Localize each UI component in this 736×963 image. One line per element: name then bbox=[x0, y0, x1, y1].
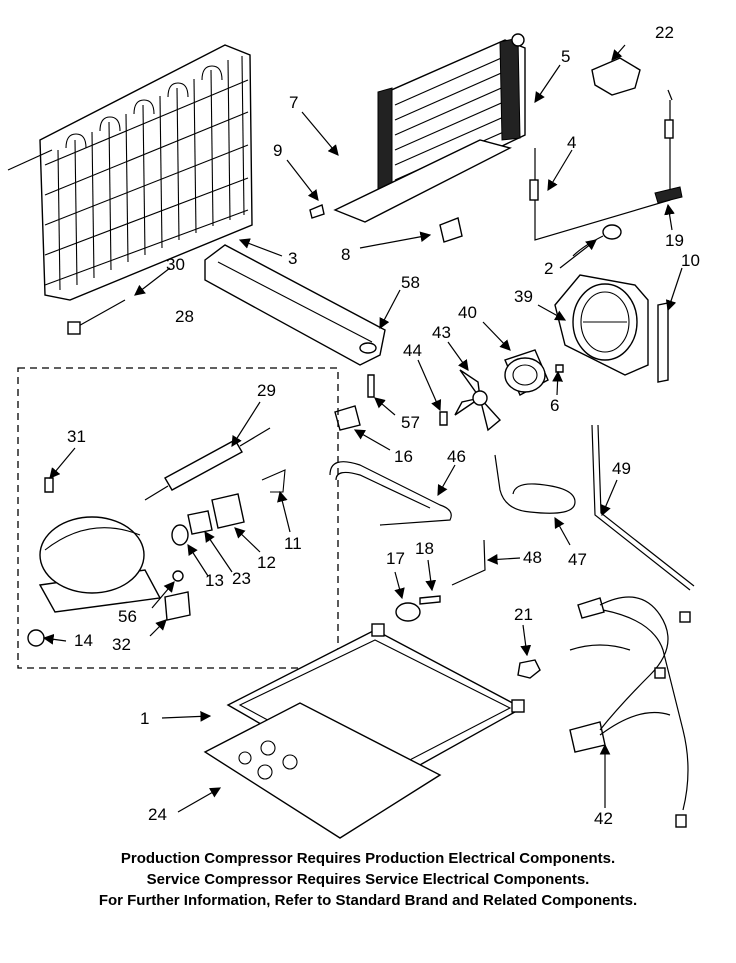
callout-58: 58 bbox=[401, 273, 420, 292]
bracket-8 bbox=[439, 217, 463, 243]
callout-22: 22 bbox=[655, 23, 674, 42]
insulation-24 bbox=[203, 702, 442, 839]
clip-16 bbox=[334, 405, 361, 431]
callout-39: 39 bbox=[514, 287, 533, 306]
callout-57: 57 bbox=[401, 413, 420, 432]
callout-32: 32 bbox=[112, 635, 131, 654]
callout-12: 12 bbox=[257, 553, 276, 572]
cover-13 bbox=[171, 524, 189, 546]
nut-21 bbox=[517, 659, 541, 679]
callout-1: 1 bbox=[140, 709, 149, 728]
footer-line-2: Service Compressor Requires Service Elec… bbox=[146, 871, 590, 888]
callout-19: 19 bbox=[665, 231, 684, 250]
tube-49 bbox=[591, 424, 695, 591]
callout-9: 9 bbox=[273, 141, 282, 160]
tube-48 bbox=[451, 539, 486, 586]
callout-13: 13 bbox=[205, 571, 224, 590]
footer-line-3: For Further Information, Refer to Standa… bbox=[98, 892, 638, 909]
drain-pan-58 bbox=[204, 244, 386, 366]
capacitor-32 bbox=[164, 591, 191, 621]
pad-22 bbox=[591, 57, 641, 96]
sensor-2 bbox=[572, 224, 622, 257]
footer-notes: Production Compressor Requires Productio… bbox=[0, 848, 736, 911]
strip-10 bbox=[657, 302, 669, 383]
callout-18: 18 bbox=[415, 539, 434, 558]
evaporator-assembly bbox=[333, 33, 526, 223]
callout-47: 47 bbox=[568, 550, 587, 569]
tube-47 bbox=[494, 454, 576, 514]
wiring-harness-42 bbox=[569, 596, 691, 828]
callout-30: 30 bbox=[166, 255, 185, 274]
callout-48: 48 bbox=[523, 548, 542, 567]
overload-23 bbox=[187, 510, 213, 535]
fan-motor-40 bbox=[504, 349, 549, 396]
callout-23: 23 bbox=[232, 569, 251, 588]
screw-57 bbox=[367, 374, 375, 398]
callout-3: 3 bbox=[288, 249, 297, 268]
compressor-kit-box bbox=[17, 367, 339, 669]
screw-56 bbox=[172, 570, 184, 582]
screw-6 bbox=[555, 364, 564, 373]
callout-28: 28 bbox=[175, 307, 194, 326]
callout-6: 6 bbox=[550, 396, 559, 415]
callout-14: 14 bbox=[74, 631, 93, 650]
callout-42: 42 bbox=[594, 809, 613, 828]
callout-56: 56 bbox=[118, 607, 137, 626]
callout-49: 49 bbox=[612, 459, 631, 478]
callout-2: 2 bbox=[544, 259, 553, 278]
callout-43: 43 bbox=[432, 323, 451, 342]
condenser-coil bbox=[7, 44, 253, 301]
callout-24: 24 bbox=[148, 805, 167, 824]
terminal-30 bbox=[67, 299, 126, 335]
callout-40: 40 bbox=[458, 303, 477, 322]
callout-46: 46 bbox=[447, 447, 466, 466]
callout-31: 31 bbox=[67, 427, 86, 446]
filter-drier-29 bbox=[144, 427, 271, 501]
callout-17: 17 bbox=[386, 549, 405, 568]
callout-44: 44 bbox=[403, 341, 422, 360]
callout-8: 8 bbox=[341, 245, 350, 264]
screw-31 bbox=[44, 477, 54, 493]
compressor bbox=[27, 516, 162, 647]
callout-21: 21 bbox=[514, 605, 533, 624]
callout-5: 5 bbox=[561, 47, 570, 66]
callout-7: 7 bbox=[289, 93, 298, 112]
callout-labels: 7 9 8 3 5 22 4 19 2 10 30 58 39 28 40 43… bbox=[67, 23, 700, 828]
callout-4: 4 bbox=[567, 133, 576, 152]
callout-16: 16 bbox=[394, 447, 413, 466]
clip-11 bbox=[261, 469, 286, 493]
footer-line-1: Production Compressor Requires Productio… bbox=[120, 850, 616, 867]
callout-29: 29 bbox=[257, 381, 276, 400]
clip-19 bbox=[654, 186, 683, 204]
callout-10: 10 bbox=[681, 251, 700, 270]
fan-blade-43 bbox=[454, 369, 502, 432]
leader-lines bbox=[42, 44, 683, 813]
callout-11: 11 bbox=[284, 534, 302, 553]
heater-wire-4 bbox=[529, 89, 674, 241]
screw-18 bbox=[419, 595, 441, 605]
grommet-17 bbox=[395, 602, 421, 622]
fan-shroud-39 bbox=[554, 274, 649, 376]
screw-9 bbox=[309, 204, 325, 219]
relay-12 bbox=[211, 493, 245, 529]
tube-46 bbox=[329, 461, 452, 526]
bracket-44 bbox=[439, 411, 448, 426]
